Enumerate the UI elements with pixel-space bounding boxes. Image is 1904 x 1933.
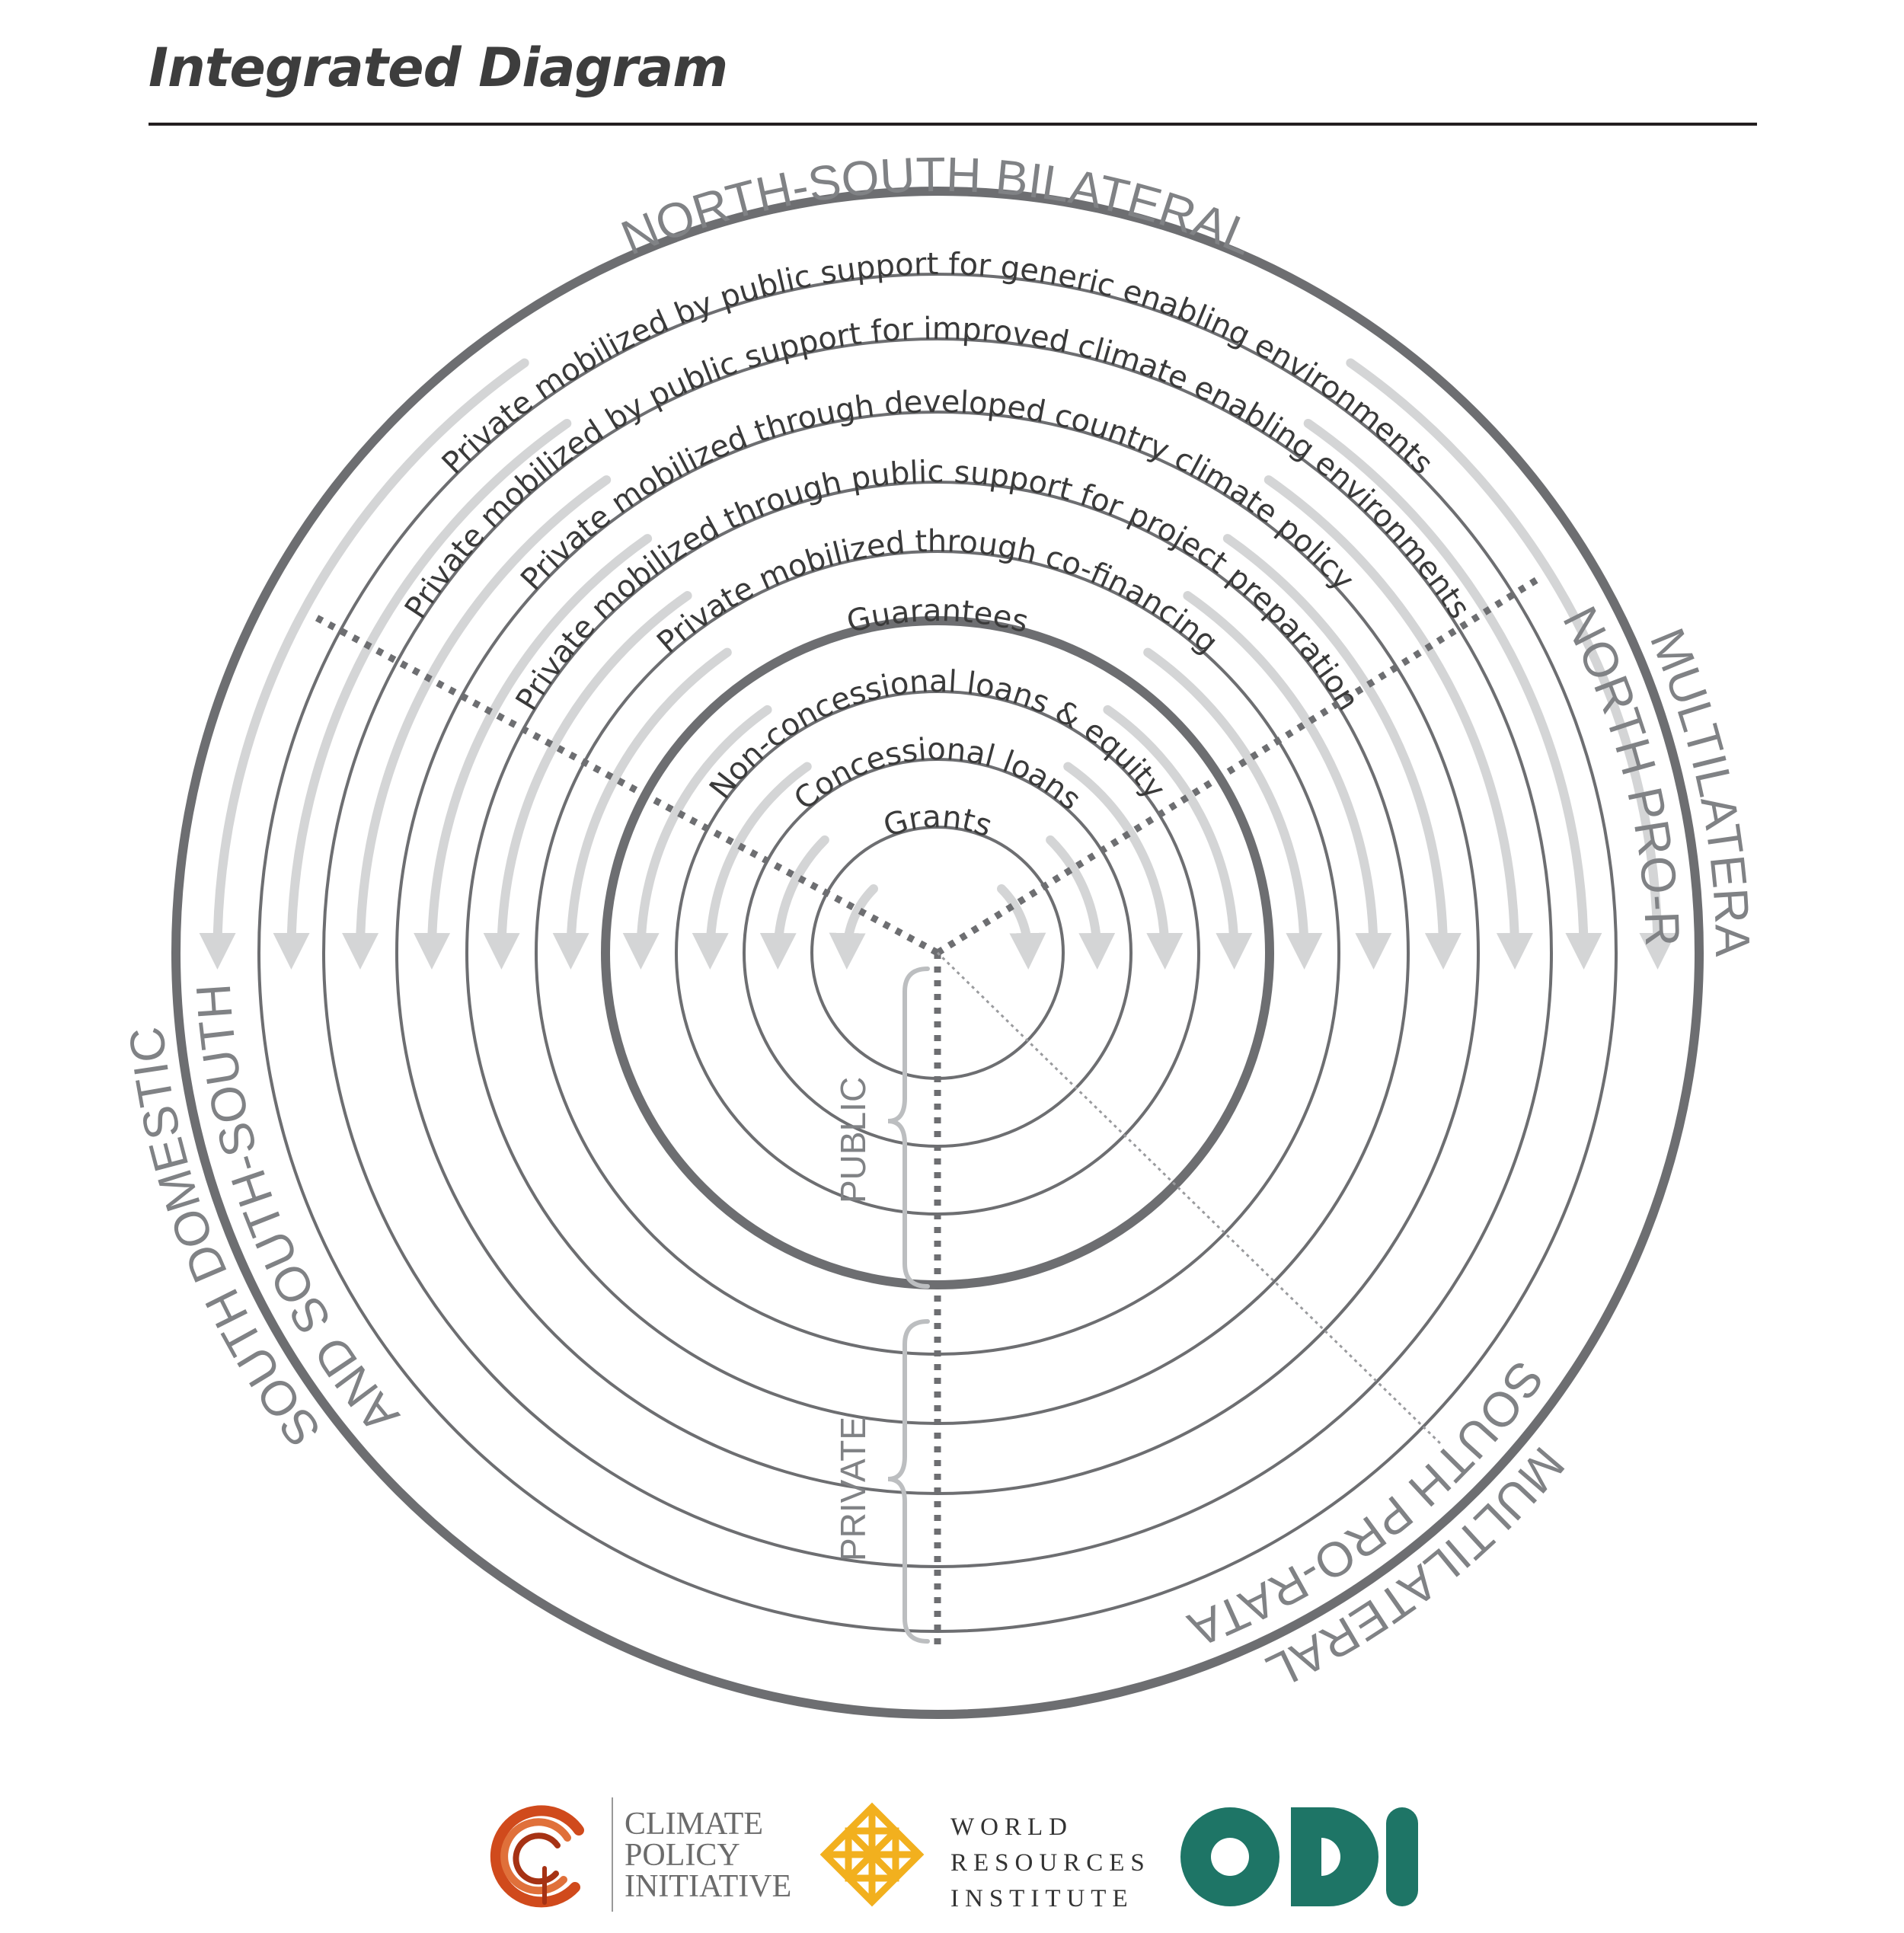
odi-logo-icon: [1180, 1807, 1418, 1906]
arrow-left-0: [829, 884, 878, 970]
arrow-right-8: [1303, 418, 1602, 970]
wri-line-2: RESOURCES: [950, 1849, 1151, 1877]
ring-label-guarantees: Guarantees: [844, 593, 1032, 640]
wri-logo-icon: [819, 1802, 925, 1907]
arrow-left-4: [552, 647, 732, 970]
arrow-left-6: [414, 534, 653, 970]
wri-logo-text: WORLD RESOURCES INSTITUTE: [950, 1810, 1151, 1917]
divider-thin: [936, 951, 1443, 1446]
arrow-left-9: [199, 358, 529, 970]
flow-arrows: [199, 358, 1676, 970]
wri-line-3: INSTITUTE: [950, 1885, 1134, 1912]
ring-label-grants: Grants: [880, 800, 997, 845]
public-brace: [887, 966, 930, 1289]
arrow-right-9: [1346, 358, 1676, 970]
cpi-line-1: CLIMATE: [625, 1807, 763, 1842]
arrow-right-4: [1143, 647, 1323, 970]
cpi-logo-text: CLIMATE POLICY INITIATIVE: [625, 1807, 792, 1904]
arrow-right-1: [1046, 835, 1116, 970]
divider-left: [310, 612, 940, 956]
page-title: Integrated Diagram: [149, 37, 728, 99]
ring-7: [322, 337, 1553, 1568]
arrow-right-0: [997, 884, 1046, 970]
svg-text:Grants: Grants: [880, 800, 997, 845]
cpi-line-3: INITIATIVE: [625, 1869, 792, 1904]
wri-line-1: WORLD: [950, 1813, 1073, 1841]
private-label: PRIVATE: [833, 1417, 873, 1561]
arrow-left-1: [759, 835, 829, 970]
title-divider: [149, 123, 1757, 126]
cpi-logo-icon: [490, 1805, 584, 1908]
ring-9: [171, 187, 1704, 1719]
ring-label-co-financing: Private mobilized through co-financing: [650, 524, 1225, 660]
braces: [887, 966, 930, 1644]
arrow-left-2: [692, 762, 812, 970]
arrow-right-7: [1263, 475, 1533, 970]
svg-text:Guarantees: Guarantees: [844, 593, 1032, 640]
arrow-left-3: [622, 705, 772, 970]
arrow-left-5: [483, 591, 692, 970]
arrow-right-2: [1063, 762, 1184, 970]
cpi-logo-divider: [612, 1797, 613, 1912]
ring-8: [257, 273, 1618, 1633]
arrow-right-3: [1103, 705, 1253, 970]
cpi-line-2: POLICY: [625, 1838, 740, 1873]
ring-labels: Grants Concessional loans Non-concession…: [398, 247, 1477, 845]
arrow-left-7: [342, 475, 612, 970]
divider-right: [935, 576, 1541, 956]
arrow-left-8: [273, 418, 572, 970]
private-brace: [887, 1319, 930, 1644]
svg-text:Private mobilized through co-f: Private mobilized through co-financing: [650, 524, 1225, 660]
arrow-right-5: [1183, 591, 1392, 970]
public-label: PUBLIC: [833, 1077, 873, 1203]
arrow-right-6: [1222, 534, 1462, 970]
sector-dividers: [310, 576, 1541, 1647]
